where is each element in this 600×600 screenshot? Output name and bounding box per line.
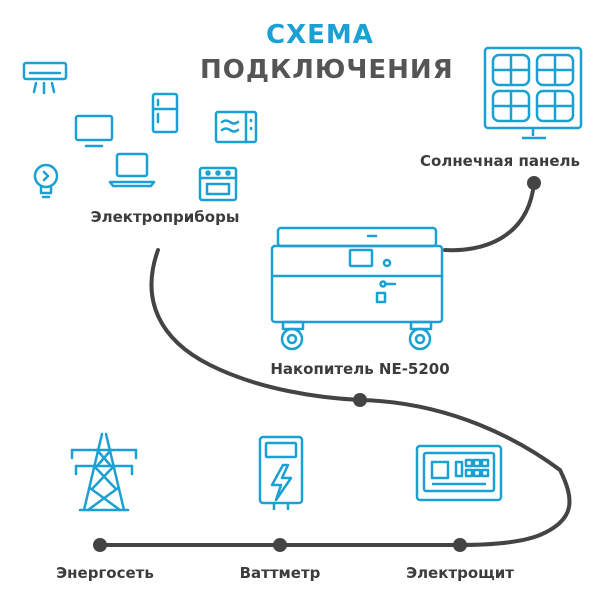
laptop-icon [108,152,156,188]
lightbulb-icon [33,163,59,199]
power-tower-icon [70,432,138,512]
dot-panel [453,538,467,552]
appliance-icons [22,61,258,202]
wattmeter-icon [258,435,304,510]
diagram-title-line1: СХЕМА [266,20,374,50]
label-storage: Накопитель NE-5200 [270,360,450,378]
solar-panel-icon [483,46,583,140]
dot-solar [527,176,541,190]
dot-storage-left [353,393,367,407]
label-wattmeter: Ваттметр [239,564,321,582]
air-conditioner-icon [22,61,68,95]
label-power-grid: Энергосеть [56,564,154,582]
fridge-icon [151,92,179,134]
connection-dots [93,176,541,552]
battery-storage-icon [270,226,444,351]
wire-solar-to-storage [443,181,536,253]
electrical-panel-icon [415,444,503,502]
stove-icon [198,166,238,202]
diagram-title-line2: ПОДКЛЮЧЕНИЯ [200,55,454,85]
label-solar-panel: Солнечная панель [420,152,580,170]
wire-appliances-to-storage [149,248,362,402]
dot-meter [273,538,287,552]
label-distribution-panel: Электрощит [406,564,514,582]
tv-icon [74,114,114,148]
label-appliances: Электроприборы [90,208,240,226]
dot-grid [93,538,107,552]
wire-storage-to-panel [358,398,572,547]
microwave-icon [214,110,258,144]
